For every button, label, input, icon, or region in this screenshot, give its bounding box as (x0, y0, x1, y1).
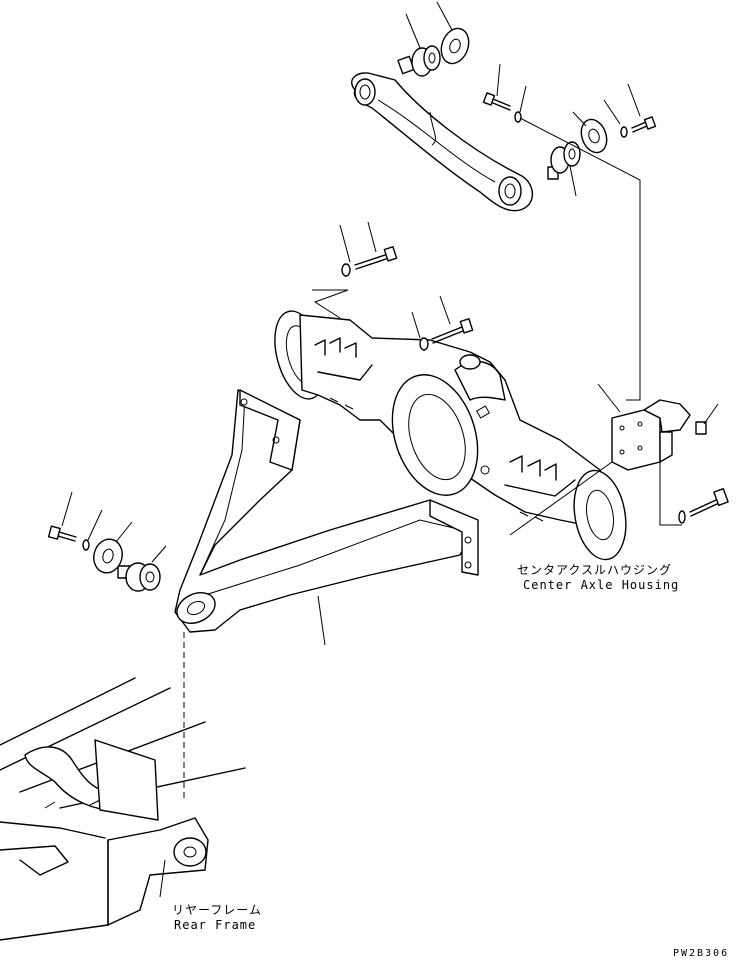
a-frame-link (174, 389, 479, 646)
bushing-lower (117, 545, 167, 592)
leader-lines-top (405, 1, 641, 401)
rear-frame (0, 677, 246, 941)
center-axle-housing-label-jp: センタアクスルハウジング (517, 563, 673, 577)
bushing-upper-right (547, 141, 581, 180)
bolt-housing-top (312, 221, 398, 319)
upper-link (351, 72, 534, 212)
bolt-bracket-bottom (509, 458, 729, 536)
bushing-upper-left (397, 45, 441, 77)
center-axle-housing-label: Center Axle Housing (523, 578, 680, 592)
bolt-housing-middle (411, 295, 474, 351)
bolt-upper-right (620, 116, 657, 138)
mounting-bracket (597, 383, 719, 471)
bolt-upper-middle (482, 92, 522, 123)
washer-plate-upper-right (580, 118, 608, 154)
bolt-lower (47, 491, 103, 551)
center-axle-housing (274, 310, 627, 561)
washer-plate-upper-left (440, 27, 470, 65)
rear-frame-label: Rear Frame (174, 918, 257, 932)
washer-plate-lower (93, 521, 133, 574)
drawing-code: PW2B306 (673, 948, 730, 959)
rear-frame-label-jp: リヤーフレーム (172, 903, 262, 917)
